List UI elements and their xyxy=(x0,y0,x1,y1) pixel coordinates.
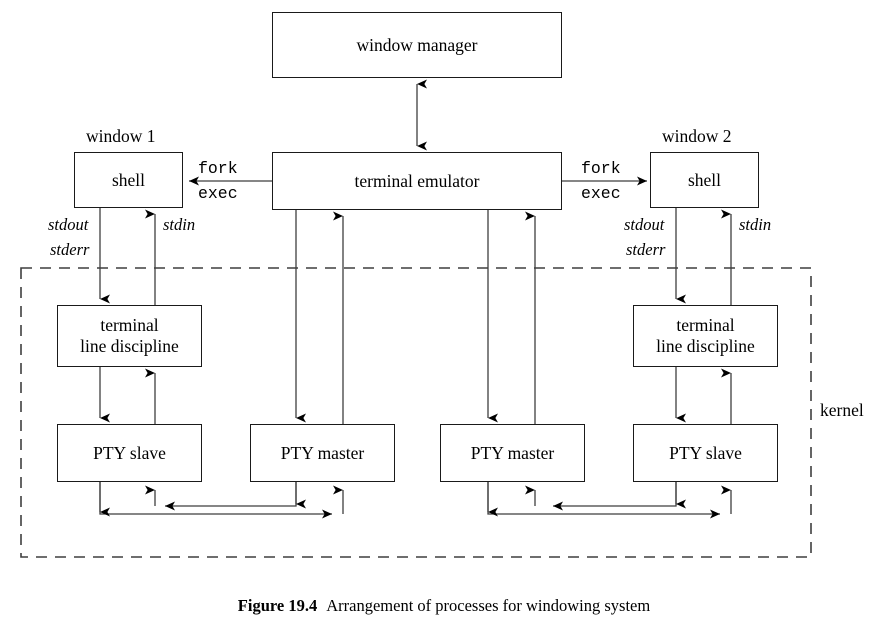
label-window-1: window 1 xyxy=(86,126,156,146)
label-stdout-right: stdout xyxy=(624,215,665,234)
node-terminal-emulator[interactable]: terminal emulator xyxy=(272,152,562,210)
figure-caption: Figure 19.4 Arrangement of processes for … xyxy=(0,596,888,616)
node-shell-left[interactable]: shell xyxy=(74,152,183,208)
node-line-discipline-right[interactable]: terminal line discipline xyxy=(633,305,778,367)
label-stdout-left: stdout xyxy=(48,215,89,234)
label-window-2: window 2 xyxy=(662,126,732,146)
node-shell-left-label: shell xyxy=(111,169,146,190)
node-pty-slave-right[interactable]: PTY slave xyxy=(633,424,778,482)
node-pty-slave-left-label: PTY slave xyxy=(93,442,166,463)
node-pty-master-right[interactable]: PTY master xyxy=(440,424,585,482)
node-pty-master-right-label: PTY master xyxy=(470,442,555,463)
node-line-discipline-left-label: terminal line discipline xyxy=(80,315,179,356)
label-stdin-right: stdin xyxy=(739,215,772,234)
arrow-pty-slave-left-to-pty-master-left xyxy=(99,482,332,519)
label-stdin-left: stdin xyxy=(163,215,196,234)
kernel-boundary xyxy=(20,267,812,558)
label-fork-left: fork xyxy=(198,159,238,178)
arrow-pty-slave-right-to-pty-master-right xyxy=(553,482,677,511)
node-terminal-emulator-label: terminal emulator xyxy=(354,170,480,191)
node-pty-master-left-label: PTY master xyxy=(280,442,365,463)
node-shell-right[interactable]: shell xyxy=(650,152,759,208)
arrow-pty-master-left-to-pty-slave-left xyxy=(165,482,297,511)
node-pty-slave-right-label: PTY slave xyxy=(669,442,742,463)
node-line-discipline-right-label: terminal line discipline xyxy=(656,315,755,356)
node-window-manager[interactable]: window manager xyxy=(272,12,562,78)
figure-number: Figure 19.4 xyxy=(237,596,318,615)
figure-caption-text: Arrangement of processes for windowing s… xyxy=(326,596,651,615)
arrow-pty-master-right-to-pty-slave-right xyxy=(487,482,720,519)
label-kernel: kernel xyxy=(820,400,864,420)
label-stderr-left: stderr xyxy=(50,240,90,259)
node-shell-right-label: shell xyxy=(687,169,722,190)
label-fork-right: fork xyxy=(581,159,621,178)
label-stderr-right: stderr xyxy=(626,240,666,259)
node-pty-slave-left[interactable]: PTY slave xyxy=(57,424,202,482)
node-line-discipline-left[interactable]: terminal line discipline xyxy=(57,305,202,367)
node-window-manager-label: window manager xyxy=(356,34,478,55)
node-pty-master-left[interactable]: PTY master xyxy=(250,424,395,482)
label-exec-left: exec xyxy=(198,184,238,203)
label-exec-right: exec xyxy=(581,184,621,203)
